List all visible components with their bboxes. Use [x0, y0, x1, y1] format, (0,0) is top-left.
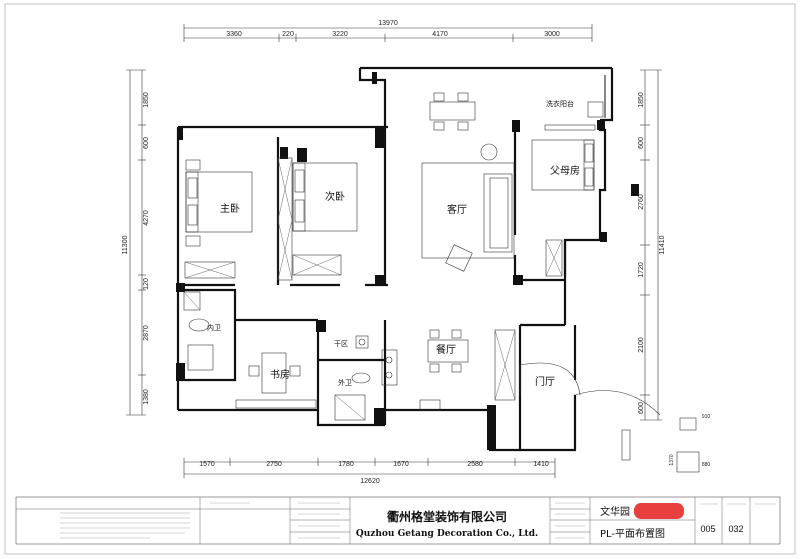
dim-right-seg: 600 [638, 137, 645, 149]
label-second-bedroom: 次卧 [325, 190, 345, 203]
dim-bottom-seg: 1410 [533, 461, 549, 468]
notes-area [60, 502, 776, 539]
entry-dimensions: 910 1370 880 [669, 414, 710, 468]
dim-right-seg: 2760 [638, 194, 645, 210]
dim-left-seg: 1850 [143, 92, 150, 108]
dim-left-seg: 2870 [143, 325, 150, 341]
total-sheets: 032 [728, 524, 743, 534]
dim-right-seg: 2100 [638, 337, 645, 353]
project-name: 文华园 [600, 505, 630, 518]
label-dry-zone: 干区 [334, 340, 348, 348]
company-name-cn: 衢州格堂装饰有限公司 [387, 509, 507, 524]
dim-left-overall: 11300 [122, 235, 129, 254]
dim-left-seg: 120 [143, 278, 150, 290]
dim-left-seg: 600 [143, 137, 150, 149]
dim-right-seg: 1720 [638, 262, 645, 278]
dim-left-seg: 4270 [143, 210, 150, 226]
dim-top-seg: 4170 [432, 31, 448, 38]
company-name-en: Quzhou Getang Decoration Co., Ltd. [356, 529, 538, 539]
label-dining-room: 餐厅 [436, 343, 456, 356]
sheet-number: 005 [700, 524, 715, 534]
room-labels: 主卧 次卧 客厅 父母房 洗衣阳台 内卫 干区 餐厅 书房 外卫 门厅 [207, 99, 580, 388]
walls [176, 66, 614, 452]
dim-top-seg: 3220 [332, 31, 348, 38]
dim-bottom-overall: 12620 [360, 478, 380, 485]
dim-right-overall: 11410 [659, 235, 666, 254]
dim-bottom-seg: 2580 [467, 461, 483, 468]
sheet-frame [4, 3, 796, 555]
dim-top-seg: 3000 [544, 31, 560, 38]
dim-bottom-seg: 2750 [266, 461, 282, 468]
dim-entry: 880 [702, 462, 711, 468]
dim-bottom-seg: 1670 [393, 461, 409, 468]
label-outer-bathroom: 外卫 [338, 378, 352, 387]
dim-entry: 1370 [669, 454, 675, 465]
dim-top-seg: 3360 [226, 31, 242, 38]
label-parents-room: 父母房 [550, 164, 580, 177]
label-master-bedroom: 主卧 [220, 202, 240, 215]
dim-left-seg: 1380 [143, 389, 150, 405]
label-foyer: 门厅 [535, 375, 555, 388]
drawing-title: PL-平面布置图 [600, 528, 665, 540]
dim-top-seg: 220 [282, 31, 294, 38]
dim-bottom-seg: 1780 [338, 461, 354, 468]
label-living-room: 客厅 [447, 203, 467, 216]
label-laundry-balcony: 洗衣阳台 [546, 99, 574, 108]
dimension-top: 13970 3360 220 3220 4170 3000 [183, 20, 593, 42]
redaction-mark [634, 503, 684, 519]
label-inner-bathroom: 内卫 [207, 323, 221, 332]
dim-entry: 910 [702, 414, 711, 420]
title-block: 衢州格堂装饰有限公司 Quzhou Getang Decoration Co.,… [15, 496, 781, 545]
dimension-bottom: 1570 2750 1780 1670 2580 1410 12620 [183, 458, 556, 485]
dimension-right: 11410 1850 600 2760 1720 2100 600 [638, 69, 666, 421]
furniture [183, 92, 700, 473]
structural-columns [176, 72, 639, 450]
dim-top-overall: 13970 [378, 20, 398, 27]
dim-right-seg: 1850 [638, 92, 645, 108]
dim-bottom-seg: 1570 [199, 461, 215, 468]
dimension-left: 11300 1850 600 4270 120 2870 1380 [122, 69, 150, 416]
label-study: 书房 [270, 368, 290, 381]
dim-right-seg: 600 [638, 402, 645, 414]
